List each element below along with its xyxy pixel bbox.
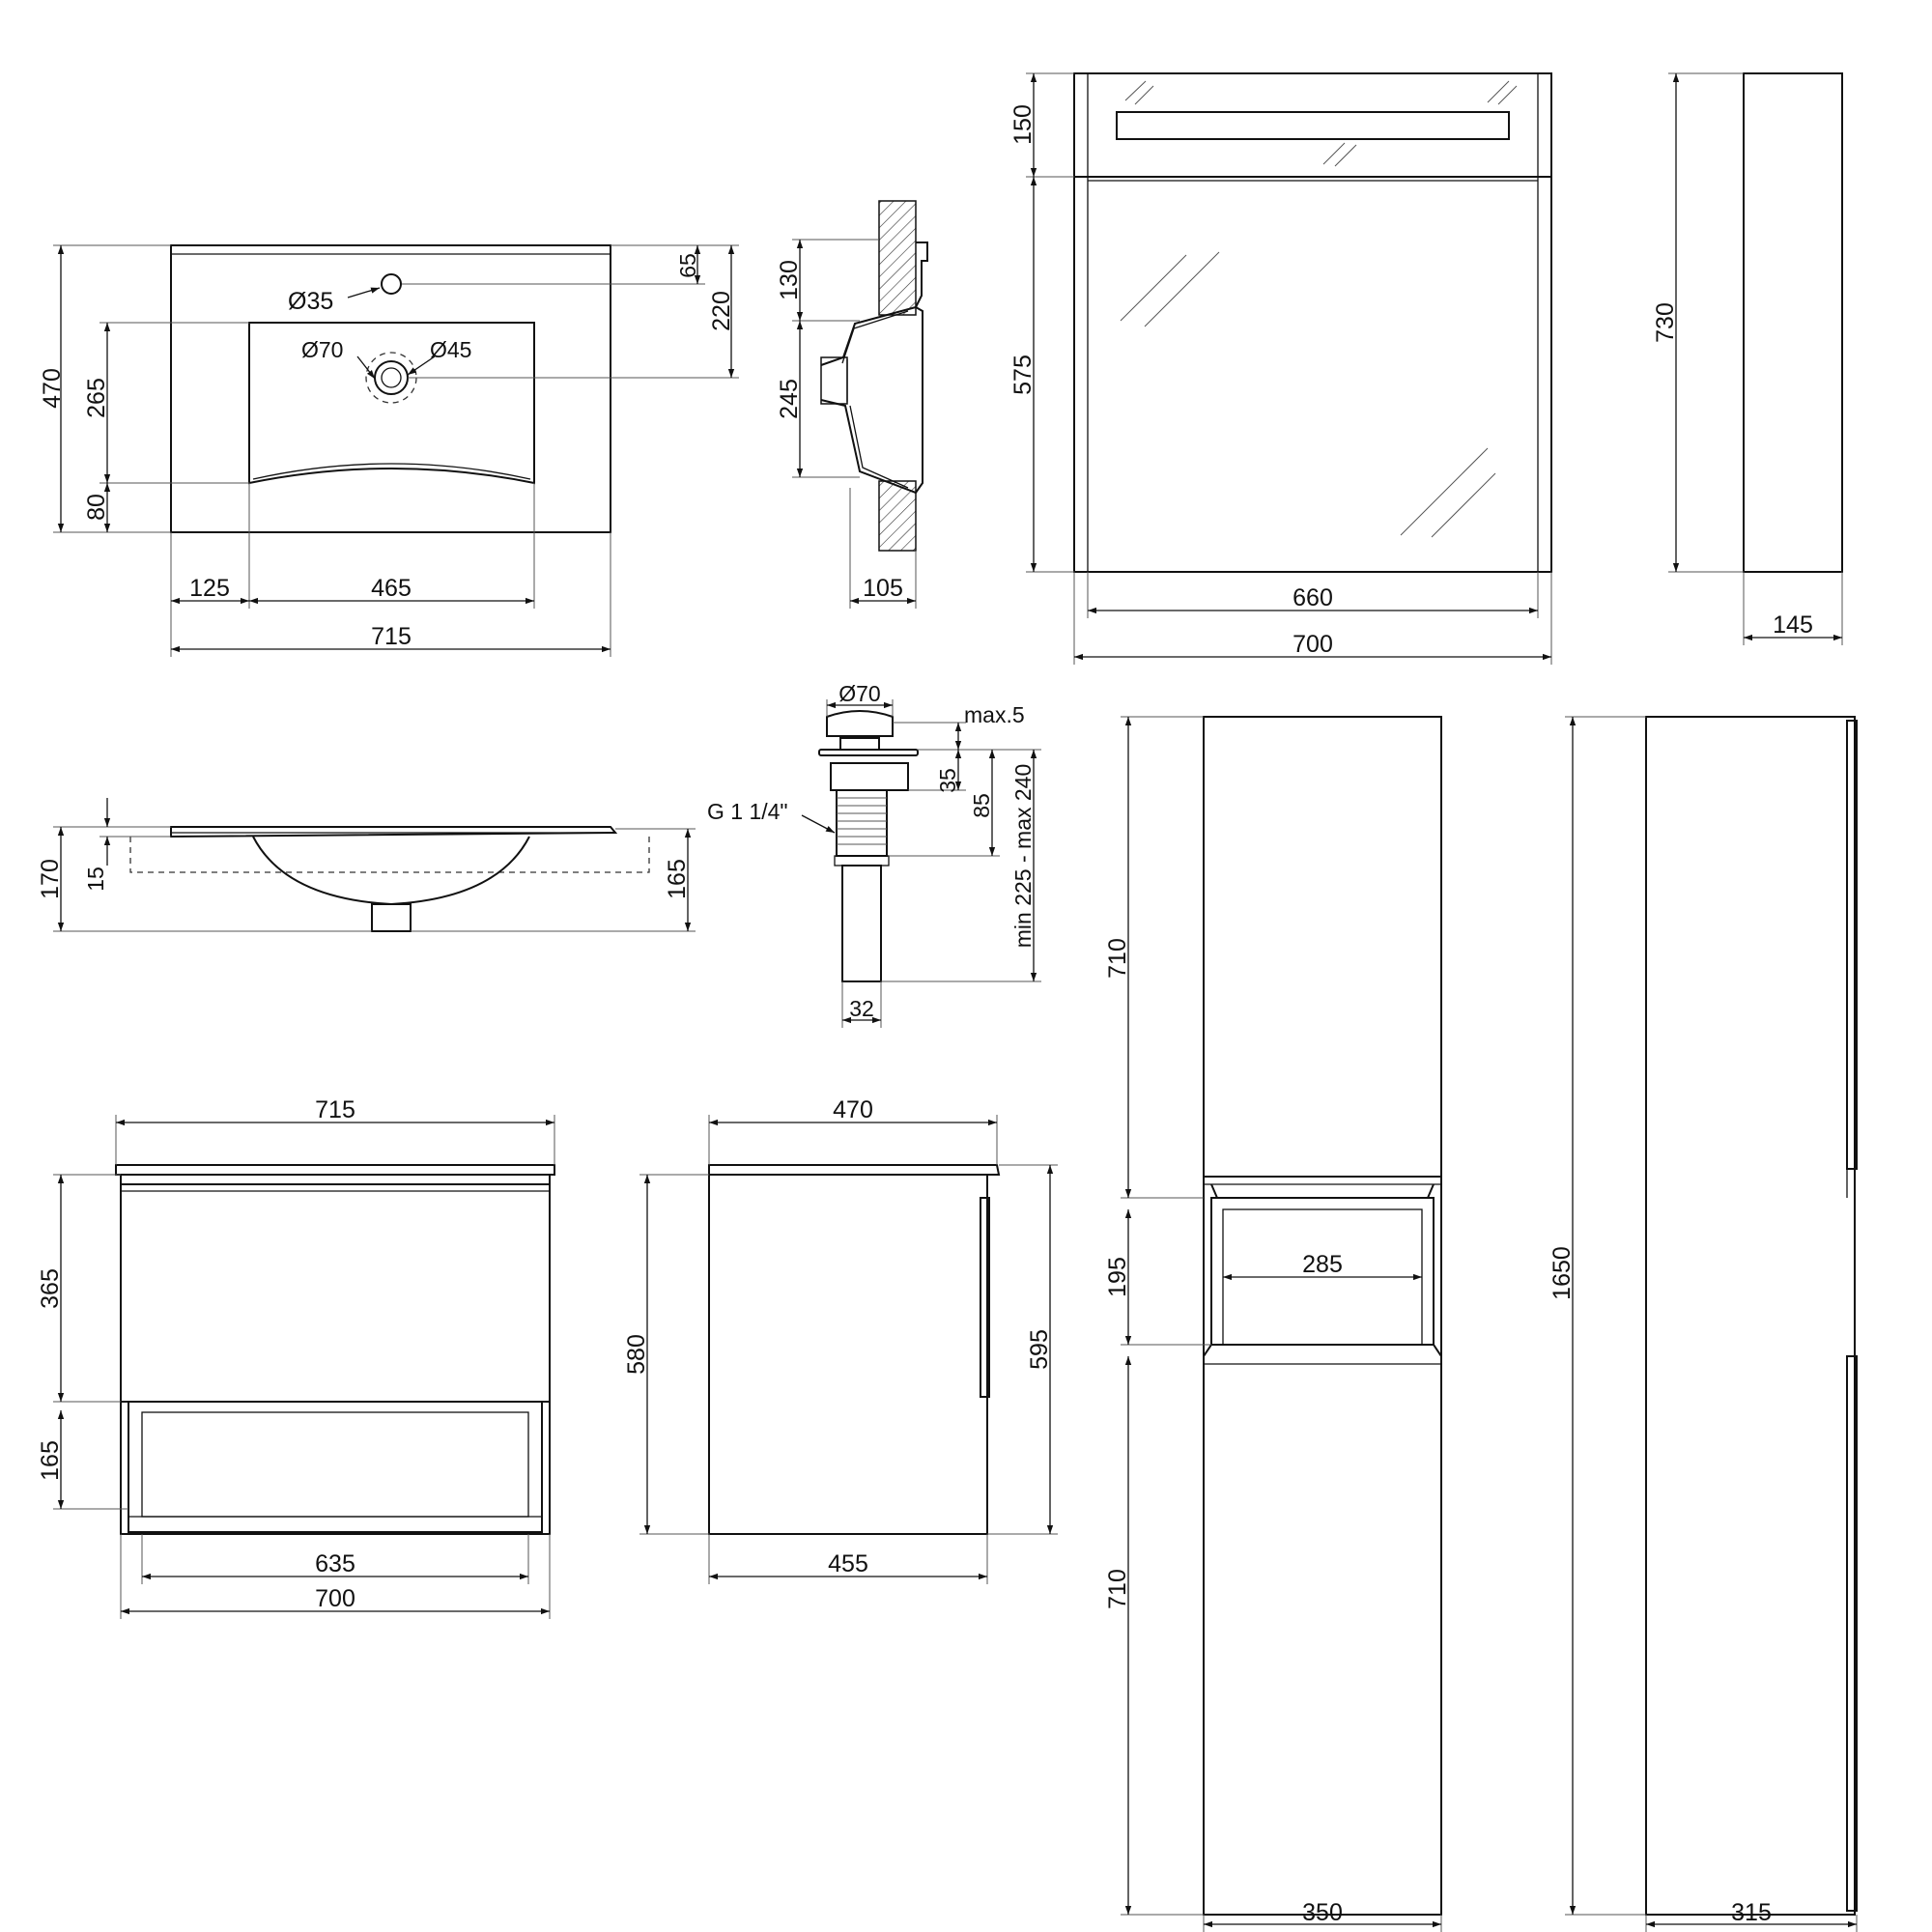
sink-top-view: Ø35 Ø70 Ø45 470 265 80 65 220 125 465 71: [39, 244, 739, 657]
drain-hole: [374, 360, 409, 395]
left-margin-dim: 125: [189, 575, 230, 602]
mirror-side-view: 730 145: [1652, 72, 1843, 645]
drain-inner-label: Ø45: [430, 337, 471, 362]
vanity-body-height-dim: 580: [623, 1334, 650, 1375]
mirror-side-outline: [1743, 72, 1843, 573]
vanity-side-top-dim: 470: [833, 1096, 873, 1123]
sink-front-bowl-dim: 165: [664, 859, 691, 899]
drain-pipe: [841, 865, 882, 982]
sink-profile-view: 130 245 105: [776, 200, 928, 609]
vanity-front-view: 715 365 165 635 700: [37, 1096, 555, 1619]
sink-front-drain: [371, 903, 412, 932]
column-height-dim: 1650: [1548, 1246, 1576, 1300]
sink-front-slab-dim: 15: [83, 867, 108, 892]
mirror-height-dim: 730: [1652, 302, 1679, 343]
mirror-width-dim: 700: [1293, 631, 1333, 658]
sink-depth-dim: 470: [39, 368, 66, 409]
sink-slab-outline: [170, 244, 611, 533]
drain-range-dim: min 225 - max 240: [1010, 764, 1036, 948]
column-upper-height-dim: 710: [1104, 938, 1131, 979]
thread-lines: [837, 797, 887, 845]
sink-section-outline: [820, 242, 928, 495]
column-lower-height-dim: 710: [1104, 1569, 1131, 1609]
column-side-upper-door: [1846, 720, 1858, 1170]
vanity-drawer-dim: 365: [37, 1268, 64, 1309]
drain-thread-len-dim: 85: [969, 793, 994, 818]
sink-bowl-outline: [248, 322, 535, 485]
drain-offset-dim: 220: [708, 291, 735, 331]
drain-assembly: Ø70 max.5 35 85 min 225 - max 240 G 1 1/…: [707, 681, 1041, 1028]
column-depth-dim: 315: [1731, 1899, 1772, 1926]
column-width-dim: 350: [1302, 1899, 1343, 1926]
drain-cap: [826, 710, 894, 737]
vanity-side-body: [708, 1174, 988, 1535]
profile-wall-dim: 105: [863, 575, 903, 602]
mirror-front-view: 150 575 660 700: [1009, 72, 1552, 665]
wall-section-lower: [878, 480, 917, 552]
vanity-shelf-dim: 165: [37, 1440, 64, 1481]
vanity-width-dim: 700: [315, 1585, 355, 1612]
vanity-body: [120, 1174, 551, 1535]
sink-front-bowl: [252, 836, 530, 906]
drain-cap-dim: Ø70: [838, 681, 880, 706]
column-side-view: 1650 315: [1548, 716, 1858, 1932]
drain-stem: [839, 737, 880, 751]
mirror-glare-marks: [1120, 80, 1518, 538]
vanity-side-view: 470 580 595 455: [623, 1096, 1058, 1584]
tap-offset-dim: 65: [675, 253, 700, 278]
vanity-open-shelf: [128, 1401, 543, 1533]
drain-thread: [836, 789, 888, 857]
lamp-height-dim: 150: [1009, 104, 1037, 145]
column-side-lower-door: [1846, 1355, 1858, 1912]
bowl-depth-dim: 265: [83, 378, 110, 418]
glass-height-dim: 575: [1009, 355, 1037, 395]
drain-pipe-dim: 32: [849, 996, 874, 1021]
vanity-depth-dim: 455: [828, 1550, 868, 1577]
profile-top-dim: 130: [776, 260, 803, 300]
vanity-top-slab: [115, 1164, 555, 1176]
mirror-depth-dim: 145: [1773, 611, 1813, 639]
column-outline: [1203, 716, 1442, 1916]
profile-mid-dim: 245: [776, 379, 803, 419]
vanity-side-top: [708, 1164, 1001, 1176]
sink-front-slab: [170, 826, 618, 838]
sink-width-dim: 715: [371, 623, 412, 650]
drain-outer-label: Ø70: [301, 337, 343, 362]
column-front-view: 710 195 710 285 350: [1104, 716, 1442, 1932]
wall-section-upper: [878, 200, 917, 316]
vanity-top-width-dim: 715: [315, 1096, 355, 1123]
drain-thread-label: G 1 1/4": [707, 799, 788, 824]
drain-collar: [830, 762, 909, 791]
column-side-outline: [1645, 716, 1856, 1916]
drain-nut: [834, 855, 890, 867]
vanity-total-height-dim: 595: [1026, 1329, 1053, 1370]
mirror-frame: [1073, 72, 1552, 573]
column-niche-width-dim: 285: [1302, 1251, 1343, 1278]
front-edge-dim: 80: [83, 494, 110, 521]
drain-collar-dim: 35: [935, 768, 960, 793]
drain-gap-dim: max.5: [964, 702, 1025, 727]
column-niche-height-dim: 195: [1104, 1257, 1131, 1297]
mirror-lamp: [1116, 111, 1510, 140]
vanity-inner-width-dim: 635: [315, 1550, 355, 1577]
vanity-side-handle: [980, 1197, 990, 1398]
sink-front-total-dim: 170: [37, 859, 64, 899]
tap-hole: [381, 273, 402, 295]
tap-hole-label: Ø35: [288, 288, 333, 315]
bowl-width-dim: 465: [371, 575, 412, 602]
mirror-inner-width-dim: 660: [1293, 584, 1333, 611]
sink-front-view: 170 15 165: [37, 798, 696, 932]
